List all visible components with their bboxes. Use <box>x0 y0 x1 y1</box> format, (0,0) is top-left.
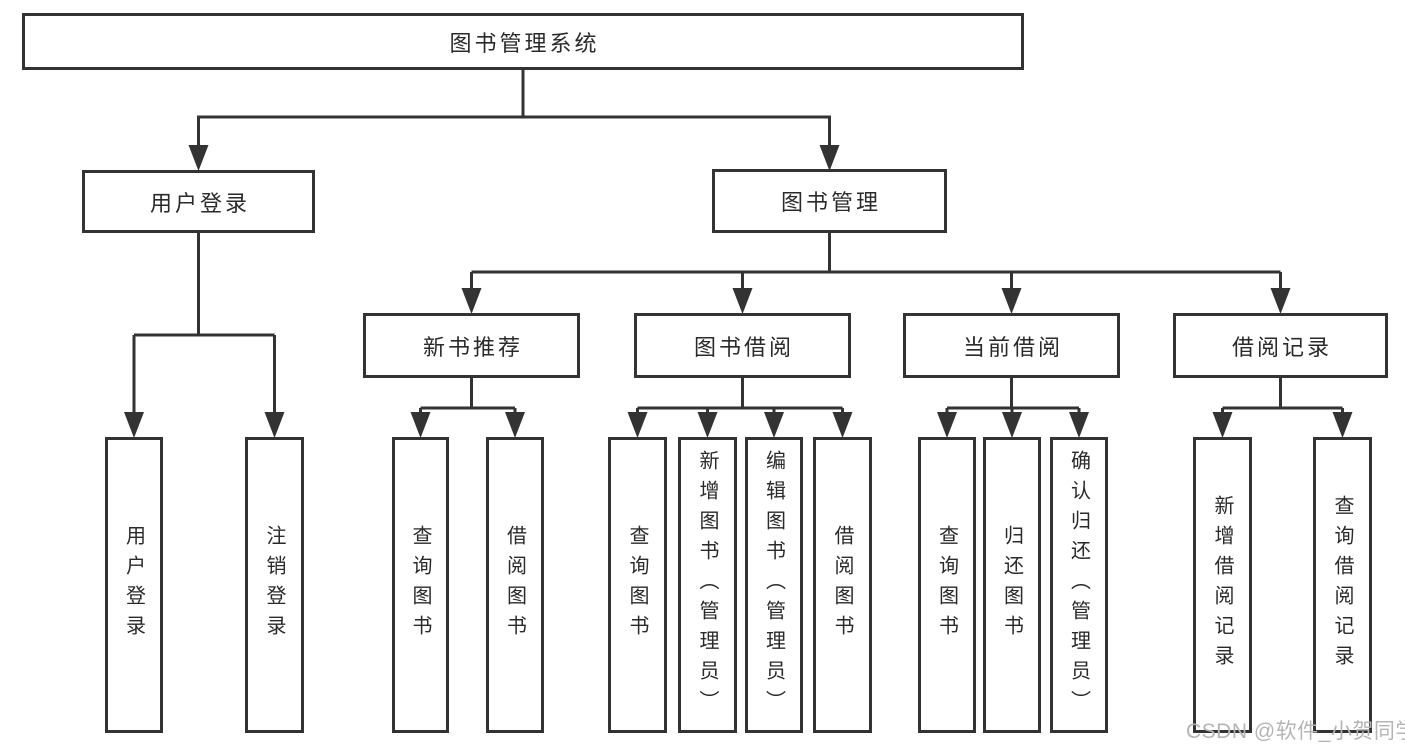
arrow-to-current-borrowing <box>1001 288 1022 314</box>
leaf-records-add-record: 新增借阅记录 <box>1193 437 1252 733</box>
leaf-current-confirm-return-admin: 确认归还（管理员） <box>1050 437 1108 733</box>
connector-borrowing-to-leaves <box>636 378 844 414</box>
leaf-records-query-record: 查询借阅记录 <box>1313 437 1372 733</box>
node-new-book-recommend: 新书推荐 <box>363 313 580 378</box>
connector-records-to-leaves <box>1221 378 1344 414</box>
leaf-logout: 注销登录 <box>245 437 304 733</box>
leaf-borrowing-borrow-book: 借阅图书 <box>813 437 872 733</box>
leaf-recommend-borrow-book: 借阅图书 <box>486 437 544 733</box>
leaf-borrowing-edit-book-admin: 编辑图书（管理员） <box>745 437 803 733</box>
connector-recommend-to-leaves <box>419 378 517 414</box>
connector-book-management-to-level3 <box>470 233 1282 290</box>
leaf-user-login: 用户登录 <box>105 437 163 733</box>
node-root: 图书管理系统 <box>22 13 1024 70</box>
arrow-to-leaf-user-login <box>124 412 144 438</box>
leaf-borrowing-query-book: 查询图书 <box>608 437 667 733</box>
leaf-current-query-book: 查询图书 <box>918 437 976 733</box>
node-book-borrowing: 图书借阅 <box>634 313 851 378</box>
csdn-watermark: CSDN @软件_小贺同学 <box>1186 720 1405 743</box>
arrow-to-leaf-logout <box>264 412 285 438</box>
node-current-borrowing: 当前借阅 <box>903 313 1120 378</box>
connector-root-to-level2 <box>197 70 831 147</box>
arrow-to-user-login <box>188 145 209 171</box>
node-user-login: 用户登录 <box>82 170 315 233</box>
connector-current-to-leaves <box>945 378 1081 414</box>
arrow-to-borrowing-records <box>1270 288 1291 314</box>
arrow-to-book-management <box>819 145 840 171</box>
node-borrowing-records: 借阅记录 <box>1173 313 1388 378</box>
node-book-management: 图书管理 <box>712 169 947 233</box>
leaf-recommend-query-book: 查询图书 <box>392 437 449 733</box>
arrow-to-book-borrowing <box>732 288 753 314</box>
arrow-to-new-book-recommend <box>461 288 482 314</box>
leaf-current-return-book: 归还图书 <box>983 437 1041 733</box>
connector-user-login-to-leaves <box>132 233 276 414</box>
leaf-borrowing-add-book-admin: 新增图书（管理员） <box>678 437 737 733</box>
